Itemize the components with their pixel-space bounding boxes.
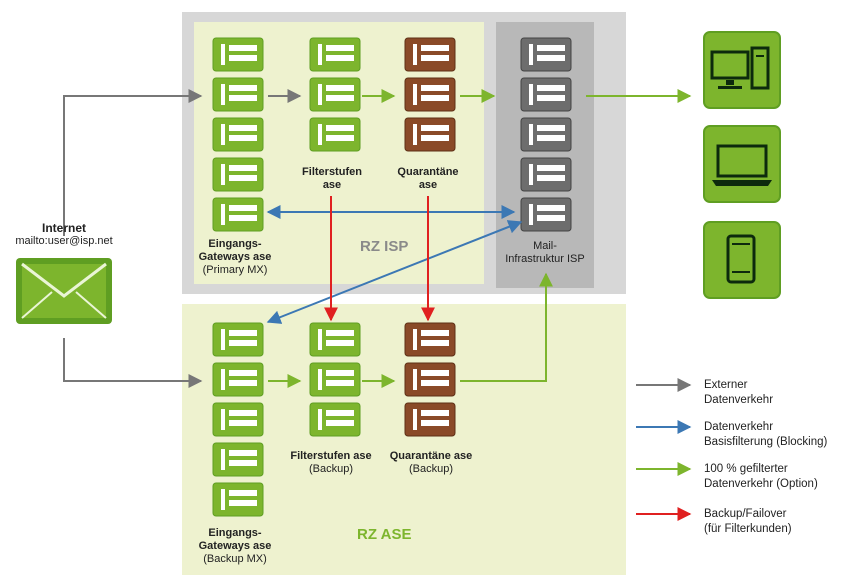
zone-ase-label: RZ ASE bbox=[357, 526, 412, 543]
quarantine-backup-label: Quarantäne ase (Backup) bbox=[376, 450, 486, 476]
server-filter-backup bbox=[309, 362, 361, 397]
gateways-backup-label: Eingangs- Gateways ase (Backup MX) bbox=[190, 527, 280, 566]
arrow-quarantine-backup-to-infra bbox=[460, 272, 553, 382]
server-quarantine-backup bbox=[404, 322, 456, 357]
server-quarantine-primary bbox=[404, 77, 456, 112]
server-gateway-primary bbox=[212, 197, 264, 232]
gateways-backup-sub: (Backup MX) bbox=[203, 553, 267, 565]
filter-primary-title: Filterstufen ase bbox=[302, 166, 362, 191]
server-filter-backup bbox=[309, 322, 361, 357]
server-mail-infra bbox=[520, 197, 572, 232]
gateways-primary-title: Eingangs- Gateways ase bbox=[198, 238, 272, 263]
quarantine-primary-label: Quarantäne ase bbox=[386, 166, 470, 192]
gateways-backup-title: Eingangs- Gateways ase bbox=[198, 527, 272, 552]
desktop-computer-icon bbox=[703, 31, 781, 109]
mail-infra-sub: Mail- Infrastruktur ISP bbox=[505, 240, 585, 265]
server-mail-infra bbox=[520, 157, 572, 192]
legend-line1: Backup/Failover bbox=[704, 508, 787, 520]
server-mail-infra bbox=[520, 77, 572, 112]
quarantine-primary-title: Quarantäne ase bbox=[397, 166, 459, 191]
arrow-internet-to-backup bbox=[63, 338, 203, 388]
server-gateway-primary bbox=[212, 37, 264, 72]
zone-isp-label: RZ ISP bbox=[360, 238, 409, 255]
gateways-primary-label: Eingangs- Gateways ase (Primary MX) bbox=[190, 238, 280, 277]
server-quarantine-backup bbox=[404, 362, 456, 397]
envelope-icon bbox=[16, 258, 112, 324]
server-gateway-primary bbox=[212, 117, 264, 152]
legend-line1: Externer bbox=[704, 379, 748, 391]
server-gateway-backup bbox=[212, 402, 264, 437]
legend-line2: (für Filterkunden) bbox=[704, 523, 792, 535]
server-mail-infra bbox=[520, 117, 572, 152]
legend-line2: Basisfilterung (Blocking) bbox=[704, 436, 828, 448]
smartphone-icon bbox=[703, 221, 781, 299]
legend-line1: Datenverkehr bbox=[704, 421, 774, 433]
legend-item-blocking: Datenverkehr Basisfilterung (Blocking) bbox=[704, 420, 827, 450]
server-gateway-backup bbox=[212, 362, 264, 397]
internet-label: Internet mailto:user@isp.net bbox=[8, 222, 120, 248]
server-gateway-primary bbox=[212, 157, 264, 192]
server-filter-primary bbox=[309, 117, 361, 152]
laptop-icon bbox=[703, 125, 781, 203]
server-filter-primary bbox=[309, 37, 361, 72]
arrow-infra-to-backup-gateway bbox=[266, 220, 523, 324]
server-filter-primary bbox=[309, 77, 361, 112]
quarantine-backup-title: Quarantäne ase bbox=[389, 450, 473, 462]
server-gateway-backup bbox=[212, 442, 264, 477]
server-mail-infra bbox=[520, 37, 572, 72]
legend-item-filtered: 100 % gefilterter Datenverkehr (Option) bbox=[704, 462, 818, 492]
filter-backup-sub: (Backup) bbox=[308, 463, 354, 475]
server-filter-backup bbox=[309, 402, 361, 437]
legend-item-failover: Backup/Failover (für Filterkunden) bbox=[704, 507, 792, 537]
arrow-internet-to-primary bbox=[63, 89, 203, 236]
legend-line2: Datenverkehr bbox=[704, 394, 774, 406]
server-gateway-backup bbox=[212, 482, 264, 517]
server-gateway-primary bbox=[212, 77, 264, 112]
filter-backup-label: Filterstufen ase (Backup) bbox=[276, 450, 386, 476]
server-quarantine-primary bbox=[404, 37, 456, 72]
filter-primary-label: Filterstufen ase bbox=[290, 166, 374, 192]
mail-infra-label: Mail- Infrastruktur ISP bbox=[490, 240, 600, 266]
filter-backup-title: Filterstufen ase bbox=[290, 450, 372, 462]
gateways-primary-sub: (Primary MX) bbox=[202, 264, 268, 276]
server-gateway-backup bbox=[212, 322, 264, 357]
legend-line1: 100 % gefilterter bbox=[704, 463, 788, 475]
legend-item-external: Externer Datenverkehr bbox=[704, 378, 773, 408]
internet-title: Internet bbox=[41, 221, 86, 235]
server-quarantine-primary bbox=[404, 117, 456, 152]
quarantine-backup-sub: (Backup) bbox=[408, 463, 454, 475]
server-quarantine-backup bbox=[404, 402, 456, 437]
internet-address: mailto:user@isp.net bbox=[15, 235, 113, 247]
legend-line2: Datenverkehr (Option) bbox=[704, 478, 818, 490]
